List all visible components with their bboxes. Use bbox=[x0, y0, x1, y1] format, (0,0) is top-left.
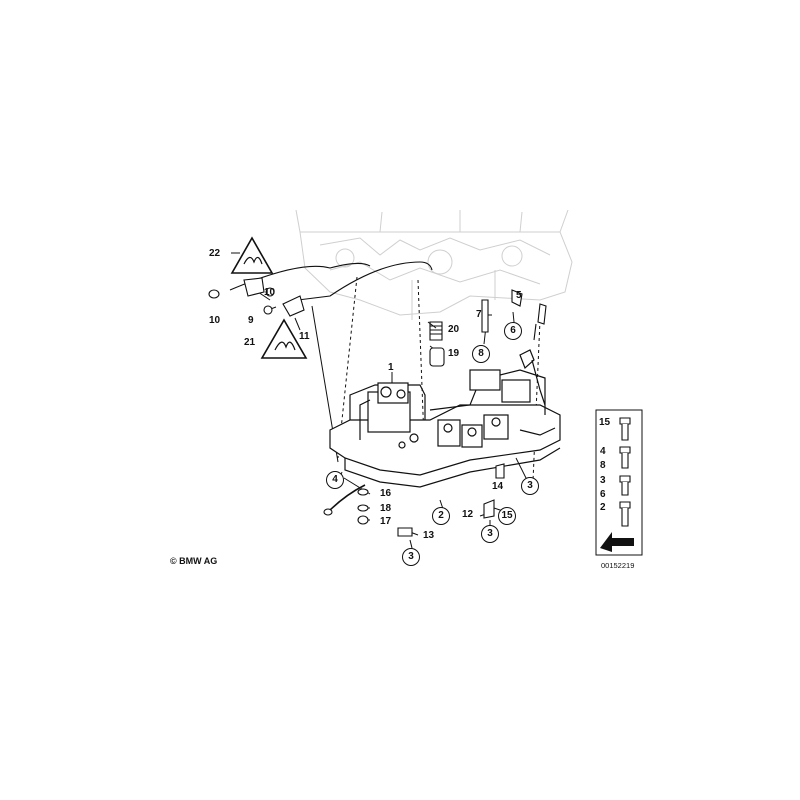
fastener-legend-icons bbox=[619, 417, 631, 527]
callout-15: 15 bbox=[498, 507, 516, 525]
callout-2: 2 bbox=[432, 507, 450, 525]
fastener-legend-box bbox=[595, 409, 643, 556]
legend-6: 6 bbox=[600, 489, 606, 500]
label-11: 11 bbox=[299, 331, 310, 342]
callout-3c: 3 bbox=[481, 525, 499, 543]
transmission-housing-ghost bbox=[295, 209, 573, 320]
label-9: 9 bbox=[248, 315, 254, 326]
document-id: 00152219 bbox=[601, 561, 635, 570]
label-1: 1 bbox=[388, 362, 394, 373]
copyright-text: © BMW AG bbox=[170, 556, 218, 566]
label-21: 21 bbox=[244, 337, 256, 348]
legend-15: 15 bbox=[599, 417, 611, 428]
label-13: 13 bbox=[423, 530, 435, 541]
warning-triangle-22 bbox=[230, 236, 274, 274]
small-parts bbox=[208, 261, 547, 537]
callout-4: 4 bbox=[326, 471, 344, 489]
label-14: 14 bbox=[492, 481, 504, 492]
warning-triangles bbox=[230, 236, 308, 359]
label-20: 20 bbox=[448, 324, 460, 335]
label-7: 7 bbox=[476, 309, 482, 320]
callout-8: 8 bbox=[472, 345, 490, 363]
label-10a: 10 bbox=[209, 315, 221, 326]
label-16: 16 bbox=[380, 488, 392, 499]
mechatronic-valve-body bbox=[329, 349, 561, 488]
label-10b: 10 bbox=[264, 287, 276, 298]
label-19: 19 bbox=[448, 348, 460, 359]
label-5: 5 bbox=[516, 290, 522, 301]
callout-3a: 3 bbox=[521, 477, 539, 495]
legend-2: 2 bbox=[600, 502, 606, 513]
arrow-icon bbox=[600, 532, 634, 552]
label-18: 18 bbox=[380, 503, 392, 514]
legend-3: 3 bbox=[600, 475, 606, 486]
legend-4: 4 bbox=[600, 446, 606, 457]
legend-8: 8 bbox=[600, 460, 606, 471]
callout-6: 6 bbox=[504, 322, 522, 340]
label-17: 17 bbox=[380, 516, 392, 527]
label-22: 22 bbox=[209, 248, 221, 259]
callout-3b: 3 bbox=[402, 548, 420, 566]
label-12: 12 bbox=[462, 509, 474, 520]
